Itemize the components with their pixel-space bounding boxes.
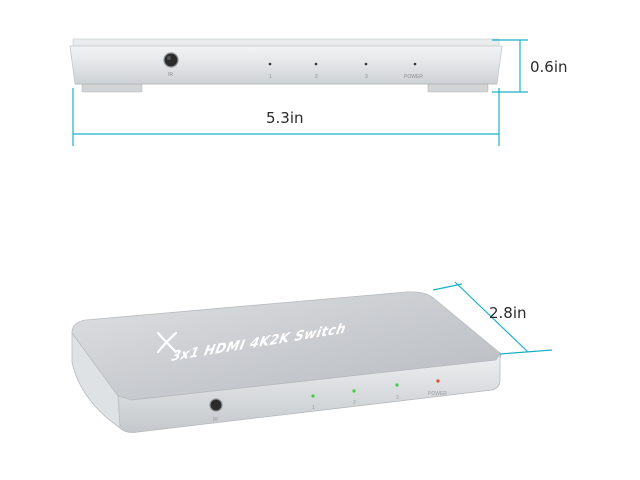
front-port-1-label: 1 [312, 405, 315, 411]
device-left-face [71, 331, 121, 429]
ir-receiver-icon [163, 52, 179, 68]
front-view: IR 1 2 3 POWER [69, 38, 503, 93]
front-power-led [436, 379, 440, 383]
brand-logo-icon [156, 331, 178, 354]
front-port-2-label: 2 [353, 400, 356, 406]
front-ir-receiver-icon [209, 398, 223, 412]
port-3-label: 3 [365, 74, 368, 80]
front-port-1-led [311, 394, 315, 398]
front-port-2-led [352, 389, 356, 393]
front-foot-right [427, 83, 489, 93]
device-front-face [117, 351, 501, 433]
port-2-label: 2 [315, 74, 318, 80]
power-label: POWER [404, 74, 423, 80]
front-ir-label: IR [213, 417, 218, 423]
width-dimension [72, 88, 500, 146]
ir-label: IR [168, 72, 173, 78]
front-view-body [69, 45, 503, 85]
power-led [413, 62, 417, 66]
port-3-led [364, 62, 368, 66]
width-dimension-label: 5.3in [266, 109, 304, 127]
front-port-3-label: 3 [396, 395, 399, 401]
perspective-view: 3x1 HDMI 4K2K Switch IR 1 2 3 POWER [71, 291, 502, 433]
front-port-3-led [395, 383, 399, 387]
port-2-led [314, 62, 318, 66]
depth-dimension-label: 2.8in [489, 304, 527, 322]
front-view-top-edge [72, 38, 500, 47]
depth-dimension [432, 281, 553, 355]
height-dimension [492, 39, 528, 93]
front-power-label: POWER [428, 391, 447, 397]
height-dimension-label: 0.6in [530, 58, 568, 76]
port-1-label: 1 [269, 74, 272, 80]
front-foot-left [81, 83, 143, 93]
port-1-led [268, 62, 272, 66]
